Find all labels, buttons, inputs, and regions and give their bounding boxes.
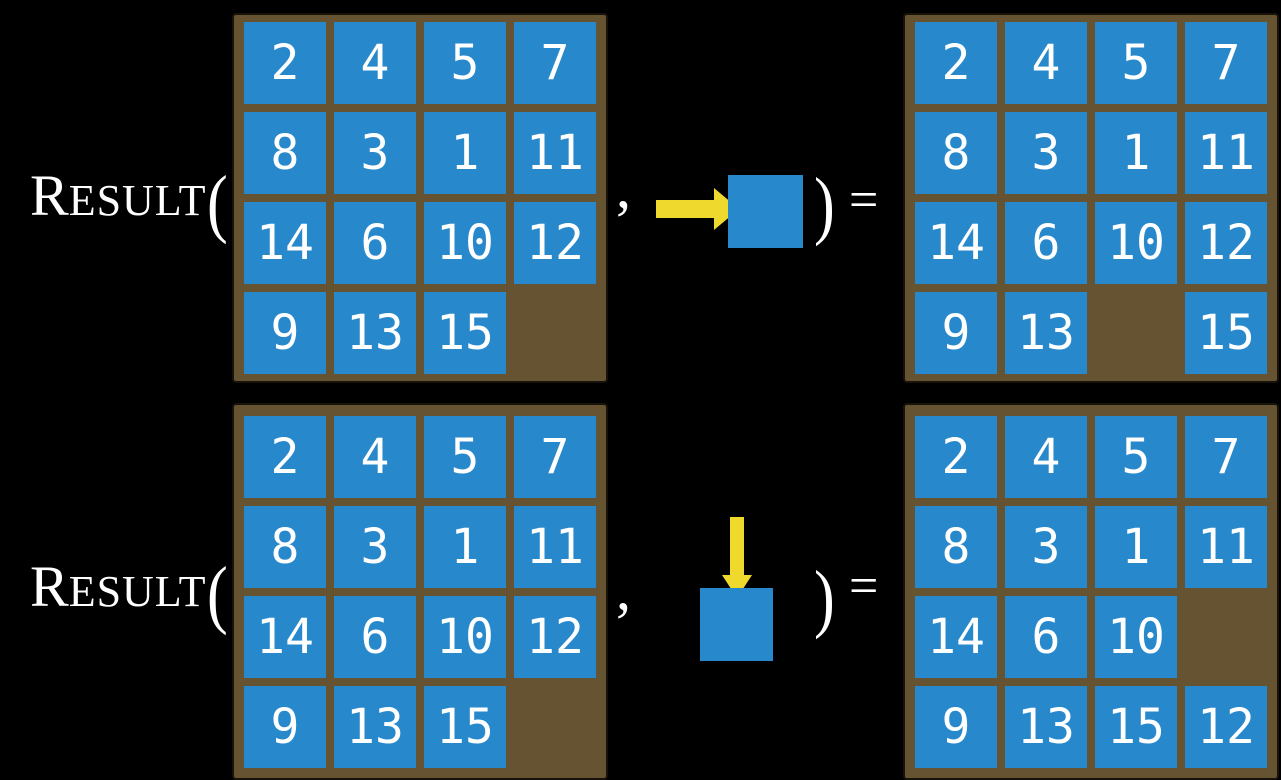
- puzzle-tile: 13: [1005, 685, 1087, 768]
- puzzle-tile: 9: [915, 292, 997, 374]
- puzzle-tile: 6: [334, 595, 416, 678]
- puzzle-tile: 4: [334, 22, 416, 104]
- puzzle-tile: 11: [514, 112, 596, 194]
- puzzle-tile: 7: [514, 22, 596, 104]
- puzzle-tile: 10: [424, 595, 506, 678]
- puzzle-tile: 2: [915, 415, 997, 498]
- puzzle-tile: 2: [244, 22, 326, 104]
- arrow-down-icon: [722, 517, 752, 598]
- puzzle-tile: 6: [334, 202, 416, 284]
- function-name-initial: R: [30, 163, 69, 228]
- puzzle-tile: 1: [424, 112, 506, 194]
- puzzle-tile: 8: [244, 112, 326, 194]
- puzzle-tile: 14: [915, 202, 997, 284]
- empty-cell: [1185, 596, 1267, 678]
- blank-tile-square: [728, 175, 803, 248]
- puzzle-tile: 3: [1005, 112, 1087, 194]
- puzzle-tile: 3: [334, 112, 416, 194]
- puzzle-tile: 11: [1185, 505, 1267, 588]
- puzzle-tile: 14: [244, 202, 326, 284]
- function-name-initial: R: [30, 554, 69, 619]
- puzzle-tile: 9: [915, 685, 997, 768]
- puzzle-tile: 10: [1095, 595, 1177, 678]
- open-paren: (: [207, 552, 228, 636]
- equals-sign: =: [849, 172, 879, 229]
- puzzle-tile: 3: [1005, 505, 1087, 588]
- puzzle-tile: 11: [514, 505, 596, 588]
- puzzle-tile: 12: [514, 595, 596, 678]
- puzzle-tile: 1: [1095, 112, 1177, 194]
- comma-separator: ,: [616, 154, 631, 220]
- puzzle-tile: 4: [1005, 415, 1087, 498]
- puzzle-tile: 10: [424, 202, 506, 284]
- function-name-label: RESULT: [30, 558, 207, 616]
- puzzle-tile: 14: [244, 595, 326, 678]
- puzzle-tile: 8: [915, 505, 997, 588]
- arrow-right-icon: [656, 188, 739, 230]
- function-name-rest: ESULT: [68, 176, 207, 225]
- empty-cell: [514, 292, 596, 374]
- puzzle-tile: 15: [424, 292, 506, 374]
- puzzle-tile: 12: [1185, 685, 1267, 768]
- puzzle-tile: 13: [334, 292, 416, 374]
- puzzle-tile: 7: [514, 415, 596, 498]
- puzzle-tile: 5: [1095, 415, 1177, 498]
- puzzle-tile: 9: [244, 685, 326, 768]
- puzzle-tile: 8: [915, 112, 997, 194]
- puzzle-tile: 14: [915, 595, 997, 678]
- puzzle-tile: 15: [424, 685, 506, 768]
- puzzle-tile: 2: [244, 415, 326, 498]
- blank-tile-square: [700, 588, 773, 661]
- puzzle-tile: 5: [1095, 22, 1177, 104]
- puzzle-tile: 7: [1185, 22, 1267, 104]
- puzzle-tile: 8: [244, 505, 326, 588]
- puzzle-tile: 6: [1005, 595, 1087, 678]
- puzzle-tile: 12: [1185, 202, 1267, 284]
- function-name-rest: ESULT: [68, 567, 207, 616]
- close-paren: ): [814, 163, 835, 247]
- puzzle-tile: 13: [334, 685, 416, 768]
- close-paren: ): [814, 556, 835, 640]
- puzzle-tile: 5: [424, 22, 506, 104]
- puzzle-tile: 9: [244, 292, 326, 374]
- puzzle-tile: 11: [1185, 112, 1267, 194]
- puzzle-tile: 7: [1185, 415, 1267, 498]
- puzzle-tile: 4: [1005, 22, 1087, 104]
- puzzle-tile: 15: [1095, 685, 1177, 768]
- puzzle-tile: 15: [1185, 292, 1267, 374]
- puzzle-tile: 5: [424, 415, 506, 498]
- function-name-label: RESULT: [30, 167, 207, 225]
- comma-separator: ,: [616, 556, 631, 622]
- puzzle-tile: 6: [1005, 202, 1087, 284]
- puzzle-tile: 3: [334, 505, 416, 588]
- puzzle-tile: 1: [1095, 505, 1177, 588]
- empty-cell: [514, 686, 596, 768]
- puzzle-tile: 10: [1095, 202, 1177, 284]
- empty-cell: [1095, 292, 1177, 374]
- puzzle-tile: 1: [424, 505, 506, 588]
- puzzle-tile: 13: [1005, 292, 1087, 374]
- equals-sign: =: [849, 558, 879, 615]
- puzzle-tile: 2: [915, 22, 997, 104]
- puzzle-tile: 4: [334, 415, 416, 498]
- puzzle-tile: 12: [514, 202, 596, 284]
- open-paren: (: [207, 161, 228, 245]
